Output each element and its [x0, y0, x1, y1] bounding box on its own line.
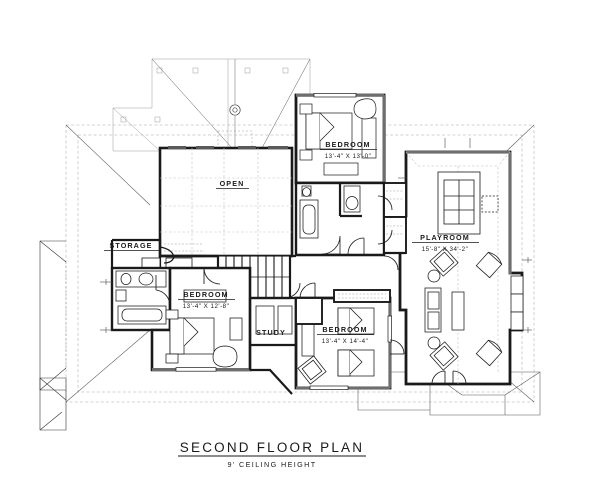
bedroom-3-closet-shelving	[338, 293, 386, 299]
playroom-entry-doors	[431, 370, 467, 385]
sheet-title: SECOND FLOOR PLAN	[180, 440, 364, 455]
dimension-ticks	[100, 138, 532, 333]
room-label-open: OPEN	[220, 179, 245, 188]
bedroom-2-window	[175, 367, 217, 372]
room-label-storage: STORAGE	[109, 241, 152, 250]
bedroom-1-furniture	[299, 98, 377, 176]
room-label-bedroom-3: BEDROOM	[322, 325, 367, 334]
playroom-furniture	[424, 195, 524, 371]
upper-hall-closet-shelving	[386, 190, 404, 235]
room-dimension-bedroom-1: 13'-4" X 13'-0"	[325, 153, 372, 160]
hall-doors	[284, 195, 399, 299]
bedroom-1-window	[313, 93, 357, 98]
hall-bathroom-fixtures	[299, 185, 361, 239]
playroom-game-table	[437, 171, 481, 235]
bedroom-3-doors	[299, 282, 405, 355]
hall-bathroom-doors	[321, 235, 365, 255]
room-label-bedroom-1: BEDROOM	[325, 140, 370, 149]
room-label-study: STUDY	[256, 328, 286, 337]
storage-shelving	[164, 243, 204, 252]
bedroom-3-furniture	[297, 307, 375, 385]
open-area-ceiling-grid	[160, 148, 292, 256]
bedroom-2-door	[203, 267, 221, 285]
room-dimension-playroom: 15'-8" X 34'-2"	[422, 246, 469, 253]
room-dimension-bedroom-2: 13'-4" X 12'-8"	[183, 303, 230, 310]
study-walls	[248, 298, 296, 395]
room-label-playroom: PLAYROOM	[420, 233, 470, 242]
open-area-railing	[168, 146, 288, 150]
bedroom-3-window	[309, 315, 392, 390]
upper-hall-closets	[383, 182, 407, 254]
room-labels: OPEN STORAGE BEDROOM 13'-4" X 13'-0" BED…	[104, 140, 479, 345]
room-dimension-bedroom-3: 13'-4" X 14'-4"	[322, 338, 369, 345]
open-area-walls	[158, 146, 294, 258]
left-lower-roof-wing	[39, 377, 67, 431]
title-block: SECOND FLOOR PLAN 9' CEILING HEIGHT	[178, 440, 366, 469]
sheet-subtitle: 9' CEILING HEIGHT	[227, 460, 316, 469]
storage-wall-jog	[159, 246, 175, 264]
bedroom-3-closets	[295, 289, 391, 325]
bedroom-2-furniture	[165, 289, 243, 368]
study-furniture	[255, 305, 293, 335]
room-label-bedroom-2: BEDROOM	[183, 290, 228, 299]
